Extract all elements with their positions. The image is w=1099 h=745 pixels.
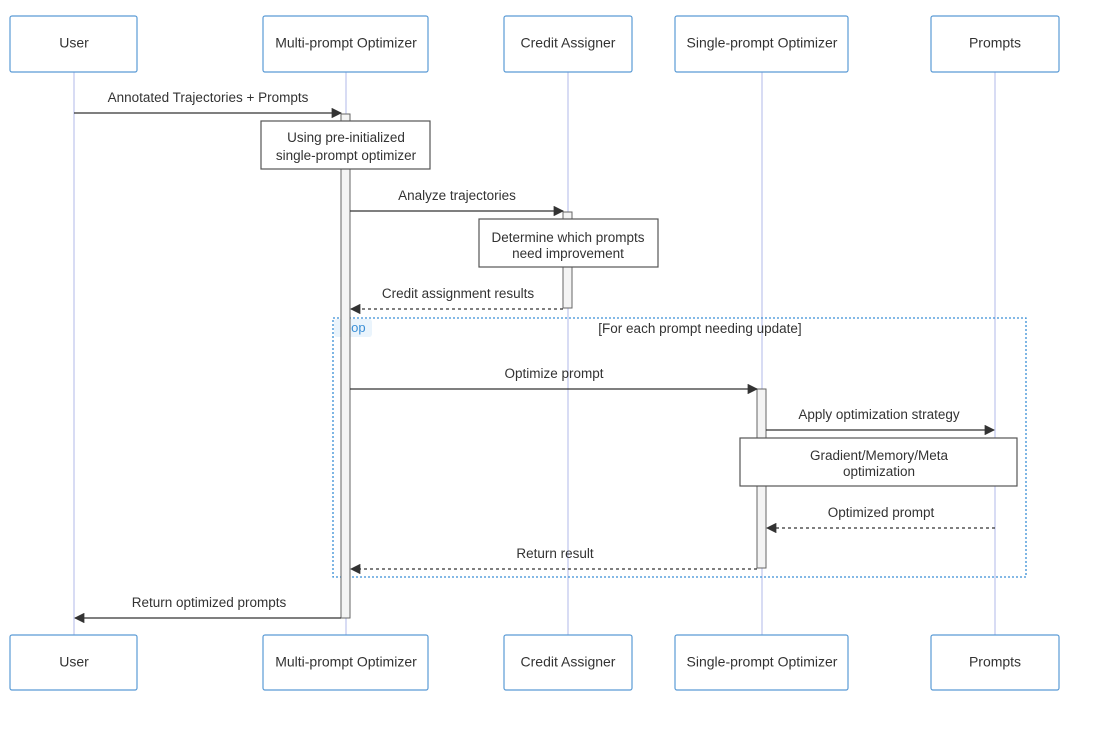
actor-label: Prompts <box>969 35 1021 51</box>
loop-condition: [For each prompt needing update] <box>598 321 801 336</box>
message-optimize-prompt: Optimize prompt <box>350 366 759 395</box>
note-line: Using pre-initialized <box>287 130 405 145</box>
message-apply-optimization-strategy: Apply optimization strategy <box>766 407 996 436</box>
message-label: Credit assignment results <box>382 286 535 301</box>
actors-bottom: User Multi-prompt Optimizer Credit Assig… <box>9 634 1060 691</box>
actor-single-prompt-optimizer-top: Single-prompt Optimizer <box>674 15 849 73</box>
notes: Using pre-initialized single-prompt opti… <box>260 120 1018 487</box>
actor-label: Single-prompt Optimizer <box>687 35 838 51</box>
note-line: Determine which prompts <box>491 230 644 245</box>
message-label: Annotated Trajectories + Prompts <box>108 90 309 105</box>
actors-top: User Multi-prompt Optimizer Credit Assig… <box>9 15 1060 73</box>
note-determine-prompts: Determine which prompts need improvement <box>478 218 659 268</box>
message-label: Optimized prompt <box>828 505 935 520</box>
message-label: Optimize prompt <box>504 366 603 381</box>
actor-label: User <box>59 654 89 670</box>
note-line: need improvement <box>512 246 624 261</box>
actor-label: User <box>59 35 89 51</box>
note-pre-initialized: Using pre-initialized single-prompt opti… <box>260 120 431 170</box>
message-annotated-trajectories: Annotated Trajectories + Prompts <box>74 90 343 119</box>
message-return-optimized-prompts: Return optimized prompts <box>73 595 341 624</box>
message-optimized-prompt: Optimized prompt <box>765 505 995 534</box>
actor-label: Credit Assigner <box>521 35 616 51</box>
message-label: Return result <box>516 546 594 561</box>
actor-label: Single-prompt Optimizer <box>687 654 838 670</box>
actor-prompts-top: Prompts <box>930 15 1060 73</box>
actor-credit-assigner-bottom: Credit Assigner <box>503 634 633 691</box>
message-label: Analyze trajectories <box>398 188 516 203</box>
note-line: Gradient/Memory/Meta <box>810 448 949 463</box>
note-optimization-method: Gradient/Memory/Meta optimization <box>739 437 1018 487</box>
note-line: optimization <box>843 464 915 479</box>
note-line: single-prompt optimizer <box>276 148 417 163</box>
message-analyze-trajectories: Analyze trajectories <box>350 188 565 217</box>
message-return-result: Return result <box>349 546 757 575</box>
actor-label: Credit Assigner <box>521 654 616 670</box>
messages: Annotated Trajectories + Prompts Analyze… <box>73 90 996 624</box>
actor-label: Multi-prompt Optimizer <box>275 35 417 51</box>
actor-single-prompt-optimizer-bottom: Single-prompt Optimizer <box>674 634 849 691</box>
actor-multi-prompt-optimizer-bottom: Multi-prompt Optimizer <box>262 634 429 691</box>
actor-prompts-bottom: Prompts <box>930 634 1060 691</box>
actor-user-bottom: User <box>9 634 138 691</box>
actor-credit-assigner-top: Credit Assigner <box>503 15 633 73</box>
actor-multi-prompt-optimizer-top: Multi-prompt Optimizer <box>262 15 429 73</box>
message-label: Apply optimization strategy <box>798 407 960 422</box>
activation-multi-prompt-optimizer <box>340 113 351 619</box>
message-label: Return optimized prompts <box>132 595 287 610</box>
actor-user-top: User <box>9 15 138 73</box>
actor-label: Prompts <box>969 654 1021 670</box>
actor-label: Multi-prompt Optimizer <box>275 654 417 670</box>
message-credit-assignment-results: Credit assignment results <box>349 286 563 315</box>
